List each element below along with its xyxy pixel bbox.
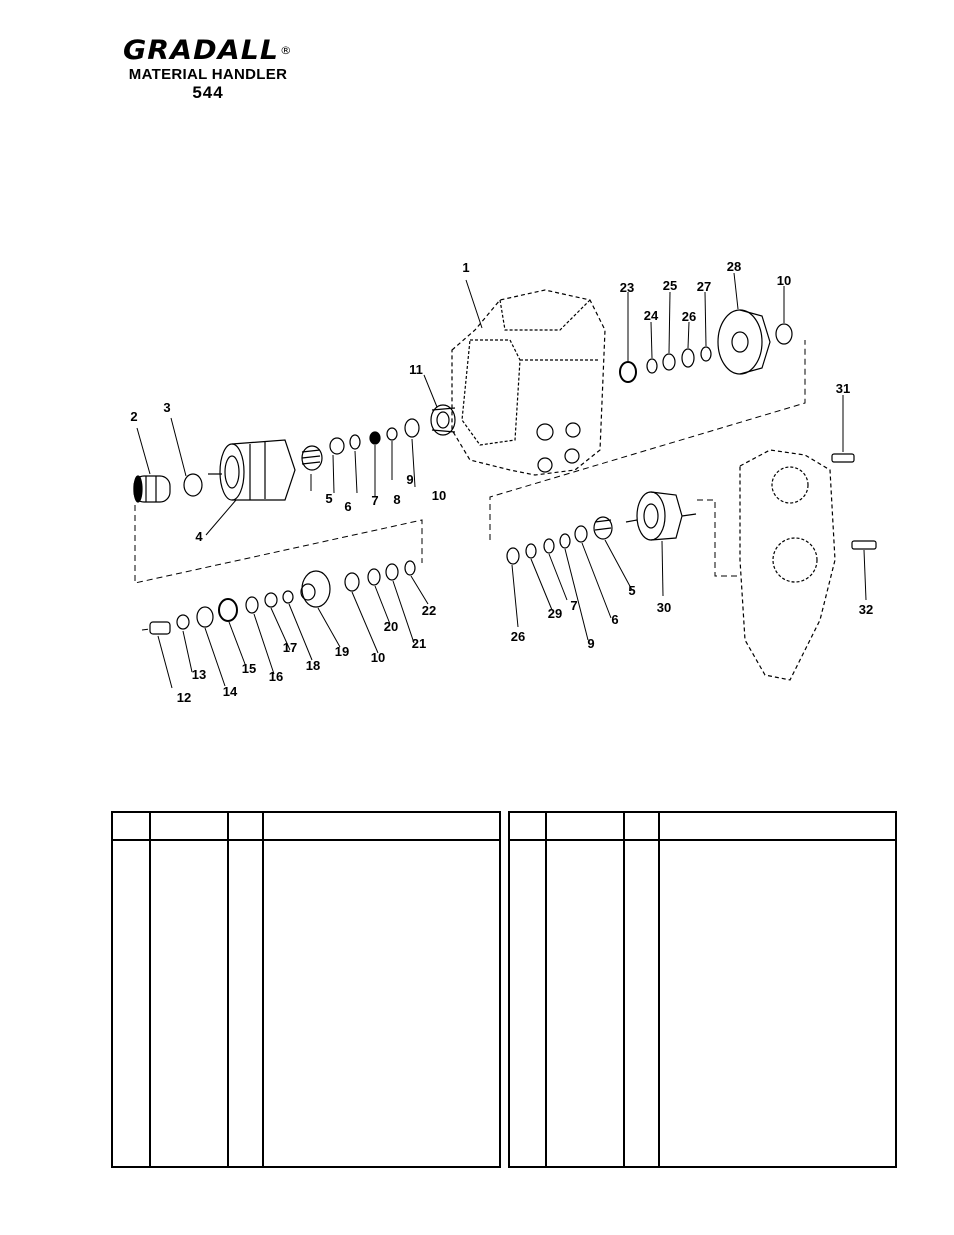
part-10c-ring bbox=[775, 323, 793, 345]
callout-30: 30 bbox=[657, 600, 671, 615]
callout-8: 8 bbox=[393, 492, 400, 507]
callout-20: 20 bbox=[384, 619, 398, 634]
part-4-drum bbox=[208, 439, 296, 501]
part-31-dowel bbox=[831, 453, 855, 463]
part-23-bearing bbox=[619, 361, 637, 383]
part-15-bearing bbox=[218, 598, 238, 622]
part-32-dowel bbox=[851, 540, 877, 550]
callout-13: 13 bbox=[192, 667, 206, 682]
callout-26-mid: 26 bbox=[511, 629, 525, 644]
callout-5: 5 bbox=[325, 491, 332, 506]
part-10-ring bbox=[404, 418, 420, 438]
callout-3: 3 bbox=[163, 400, 170, 415]
callout-11: 11 bbox=[409, 362, 423, 377]
callout-22: 22 bbox=[422, 603, 436, 618]
callout-10-lower: 10 bbox=[371, 650, 385, 665]
callout-25: 25 bbox=[663, 278, 677, 293]
callout-9-mid: 9 bbox=[587, 636, 594, 651]
callout-5-mid: 5 bbox=[628, 583, 635, 598]
parts-table-right bbox=[508, 811, 897, 1168]
part-6b-ring bbox=[574, 525, 588, 543]
part-25-ring bbox=[662, 353, 676, 371]
table-column-divider bbox=[623, 813, 625, 1166]
part-9-ring bbox=[386, 427, 398, 441]
part-27-ring bbox=[700, 346, 712, 362]
exploded-parts-diagram: 1 2 3 4 5 6 7 8 9 10 11 12 13 14 15 16 1… bbox=[130, 259, 877, 705]
part-7-ring bbox=[349, 434, 361, 450]
cover-plate bbox=[739, 449, 836, 681]
callout-26: 26 bbox=[682, 309, 696, 324]
callout-6-mid: 6 bbox=[611, 612, 618, 627]
brand-logo: GRADALL® bbox=[123, 35, 293, 66]
part-9b-ring bbox=[559, 533, 571, 549]
table-column-divider bbox=[149, 813, 151, 1166]
callout-10: 10 bbox=[432, 488, 446, 503]
model-number: 544 bbox=[192, 83, 224, 102]
part-3-seal bbox=[183, 473, 203, 497]
table-column-divider bbox=[545, 813, 547, 1166]
part-5-spring-pack bbox=[301, 445, 323, 471]
part-13-ring bbox=[176, 614, 190, 630]
part-22-ring bbox=[404, 560, 416, 576]
part-5b-spring-pack bbox=[593, 516, 613, 540]
part-21-ring bbox=[385, 563, 399, 581]
part-7b-ring bbox=[543, 538, 555, 554]
part-30-drum bbox=[625, 491, 697, 541]
main-housing-part bbox=[451, 289, 606, 476]
part-20-ring bbox=[367, 568, 381, 586]
callout-23: 23 bbox=[620, 280, 634, 295]
table-column-divider bbox=[262, 813, 264, 1166]
brand-subtitle: MATERIAL HANDLER bbox=[128, 66, 288, 83]
part-16-ring bbox=[245, 596, 259, 614]
callout-4: 4 bbox=[195, 529, 203, 544]
callout-9: 9 bbox=[406, 472, 413, 487]
part-26-ring bbox=[681, 348, 695, 368]
callout-1: 1 bbox=[462, 260, 469, 275]
callout-16: 16 bbox=[269, 669, 283, 684]
callout-19: 19 bbox=[335, 644, 349, 659]
part-2-coupling bbox=[133, 475, 171, 503]
callout-15: 15 bbox=[242, 661, 256, 676]
callout-labels: 1 2 3 4 5 6 7 8 9 10 11 12 13 14 15 16 1… bbox=[130, 259, 873, 705]
part-24-ring bbox=[646, 358, 658, 374]
callout-29: 29 bbox=[548, 606, 562, 621]
callout-31: 31 bbox=[836, 381, 850, 396]
part-28-gear bbox=[717, 309, 771, 375]
callout-17: 17 bbox=[283, 640, 297, 655]
callout-21: 21 bbox=[412, 636, 426, 651]
part-10b-ring bbox=[344, 572, 360, 592]
callout-32: 32 bbox=[859, 602, 873, 617]
parts-table-left bbox=[111, 811, 501, 1168]
part-18-washer bbox=[282, 590, 294, 604]
callout-7: 7 bbox=[371, 493, 378, 508]
part-11-gear bbox=[430, 404, 456, 436]
part-6-ring bbox=[329, 437, 345, 455]
callout-7-mid: 7 bbox=[570, 598, 577, 613]
table-header-line bbox=[113, 839, 499, 841]
callout-2: 2 bbox=[130, 409, 137, 424]
registered-mark: ® bbox=[280, 44, 293, 57]
table-header-line bbox=[510, 839, 895, 841]
part-29-ring bbox=[525, 543, 537, 559]
callout-10-upper: 10 bbox=[777, 273, 791, 288]
callout-6: 6 bbox=[344, 499, 351, 514]
callout-14: 14 bbox=[223, 684, 238, 699]
callout-18: 18 bbox=[306, 658, 320, 673]
part-14-ring bbox=[196, 606, 214, 628]
part-12-pin bbox=[149, 621, 171, 635]
callout-27: 27 bbox=[697, 279, 711, 294]
table-column-divider bbox=[658, 813, 660, 1166]
part-8-bearing bbox=[369, 431, 381, 445]
part-19-gear bbox=[300, 570, 331, 608]
callout-28: 28 bbox=[727, 259, 741, 274]
callout-24: 24 bbox=[644, 308, 659, 323]
part-17-ring bbox=[264, 592, 278, 608]
callout-12: 12 bbox=[177, 690, 191, 705]
table-column-divider bbox=[227, 813, 229, 1166]
part-26b-ring bbox=[506, 547, 520, 565]
brand-header: GRADALL® MATERIAL HANDLER 544 bbox=[108, 36, 308, 103]
